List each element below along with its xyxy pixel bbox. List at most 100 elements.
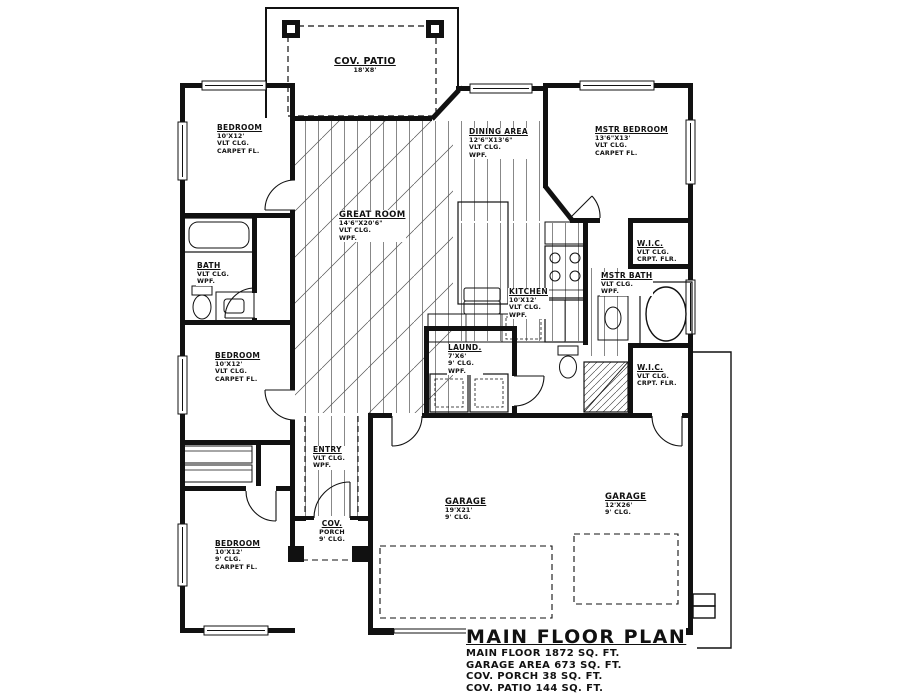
room-label-master-bath: MSTR BATH VLT CLG. WPF.: [600, 271, 654, 296]
door-arc-icon: [313, 481, 351, 519]
window-icon: [469, 83, 533, 94]
title-block: MAIN FLOOR PLAN MAIN FLOOR 1872 SQ. FT. …: [466, 626, 687, 694]
room-ceiling: VLT CLG.: [637, 372, 670, 380]
room-ceiling: VLT CLG.: [509, 304, 542, 312]
fridge-icon: [544, 299, 586, 343]
room-label-bedroom-2: BEDROOM 10'X12' VLT CLG. CARPET FL.: [214, 351, 262, 384]
room-label-cov-porch: COV. PORCH 9' CLG.: [306, 519, 358, 544]
room-name: DINING AREA: [469, 127, 528, 136]
room-label-great-room: GREAT ROOM 14'6"X20'6" VLT CLG. WPF.: [338, 210, 407, 243]
room-ceiling: VLT CLG.: [215, 368, 248, 376]
bath-vanity-icon: [215, 291, 255, 323]
stove-icon: [544, 245, 586, 299]
toilet-icon: [191, 285, 213, 320]
cabinet-icon: [544, 221, 586, 245]
soaker-tub-icon: [639, 281, 693, 347]
bathtub-icon: [183, 217, 255, 253]
room-ceiling: 9' CLG.: [445, 514, 472, 522]
room-dims: 10'X12': [215, 548, 243, 556]
room-name: LAUND.: [448, 343, 482, 352]
room-label-garage-1: GARAGE 19'X21' 9' CLG.: [444, 497, 488, 522]
windows: [177, 80, 696, 636]
toilet-icon: [557, 345, 579, 379]
door-arc-icon: [569, 195, 601, 219]
room-label-laundry: LAUND. 7'X6' 9' CLG. WPF.: [447, 343, 483, 376]
room-dims: 12'6"X13'6": [469, 136, 513, 144]
room-dims: 14'6"X20'6": [339, 220, 383, 228]
room-floor: WPF.: [197, 278, 216, 286]
room-floor: WPF.: [448, 367, 467, 375]
room-name: BATH: [197, 261, 221, 270]
fixtures: [183, 201, 693, 483]
door-arc-icon: [245, 490, 277, 522]
door-arc-icon: [264, 389, 296, 421]
plan-title: MAIN FLOOR PLAN: [466, 626, 687, 648]
room-name: ENTRY: [313, 445, 342, 454]
area-line: GARAGE AREA 673 SQ. FT.: [466, 659, 622, 671]
room-ceiling: VLT CLG.: [197, 270, 230, 278]
window-icon: [177, 121, 188, 181]
shower-icon: [583, 361, 629, 413]
window-icon: [579, 80, 655, 91]
room-dims: 12'X26': [605, 502, 633, 510]
room-floor: WPF.: [509, 311, 528, 319]
room-name: COV. PATIO: [334, 56, 396, 67]
slab-edge-line: [692, 351, 732, 649]
room-label-cov-patio: COV. PATIO 18'X8': [312, 56, 418, 75]
room-name: W.I.C.: [637, 239, 664, 248]
room-name: KITCHEN: [509, 287, 548, 296]
room-ceiling: VLT CLG.: [595, 142, 628, 150]
room-label-garage-2: GARAGE 12'X26' 9' CLG.: [604, 492, 648, 517]
room-label-master-bedroom: MSTR BEDROOM 13'6"X13' VLT CLG. CARPET F…: [594, 125, 670, 158]
room-floor: WPF.: [313, 462, 332, 470]
room-name: GREAT ROOM: [339, 210, 406, 220]
room-ceiling: VLT CLG.: [217, 140, 250, 148]
room-ceiling: 9' CLG.: [215, 556, 242, 564]
area-line: COV. PATIO 144 SQ. FT.: [466, 682, 604, 694]
room-dims: 13'6"X13': [595, 134, 631, 142]
patio-post-icon: [426, 20, 444, 38]
room-name: GARAGE: [605, 492, 647, 502]
room-floor: WPF.: [339, 234, 358, 242]
sliding-door-icon: [435, 85, 463, 115]
room-ceiling: 9' CLG.: [318, 536, 346, 544]
window-icon: [685, 279, 696, 335]
room-name: COV.: [321, 519, 343, 528]
room-name: W.I.C.: [637, 363, 664, 372]
room-label-bedroom-3: BEDROOM 10'X12' 9' CLG. CARPET FL.: [214, 539, 262, 572]
room-floor: CRPT. FLR.: [637, 256, 677, 264]
room-label-bath: BATH VLT CLG. WPF.: [196, 261, 231, 286]
room-label-dining-area: DINING AREA 12'6"X13'6" VLT CLG. WPF.: [468, 127, 529, 160]
room-floor: CARPET FL.: [595, 149, 638, 157]
window-icon: [177, 523, 188, 587]
room-name: MSTR BEDROOM: [595, 125, 669, 134]
closet-shelf-icon: [183, 445, 253, 483]
area-line: COV. PORCH 38 SQ. FT.: [466, 671, 603, 682]
area-line: MAIN FLOOR 1872 SQ. FT.: [466, 648, 620, 659]
window-icon: [685, 119, 696, 185]
room-floor: CARPET FL.: [215, 375, 258, 383]
room-label-bedroom-1: BEDROOM 10'X12' VLT CLG. CARPET FL.: [216, 123, 264, 156]
patio-post-icon: [282, 20, 300, 38]
door-swings: [224, 179, 683, 522]
room-ceiling: 9' CLG.: [605, 509, 632, 517]
window-icon: [201, 80, 267, 91]
room-ceiling: VLT CLG.: [339, 227, 372, 235]
room-name: MSTR BATH: [601, 271, 653, 280]
room-floor: CRPT. FLR.: [637, 380, 677, 388]
room-ceiling: 9' CLG.: [448, 360, 475, 368]
door-arc-icon: [264, 179, 296, 211]
room-floor: CARPET FL.: [217, 147, 260, 155]
mbath-vanity-icon: [597, 295, 629, 341]
room-dims: 7'X6': [448, 352, 467, 360]
room-name: BEDROOM: [217, 123, 263, 132]
door-arc-icon: [391, 415, 423, 447]
room-label-kitchen: KITCHEN 10'X12' VLT CLG. WPF.: [508, 287, 549, 320]
room-ceiling: VLT CLG.: [601, 280, 634, 288]
dryer-icon: [469, 373, 509, 413]
room-ceiling: VLT CLG.: [313, 454, 346, 462]
room-dims: 10'X12': [509, 296, 537, 304]
room-dims: 10'X12': [215, 360, 243, 368]
